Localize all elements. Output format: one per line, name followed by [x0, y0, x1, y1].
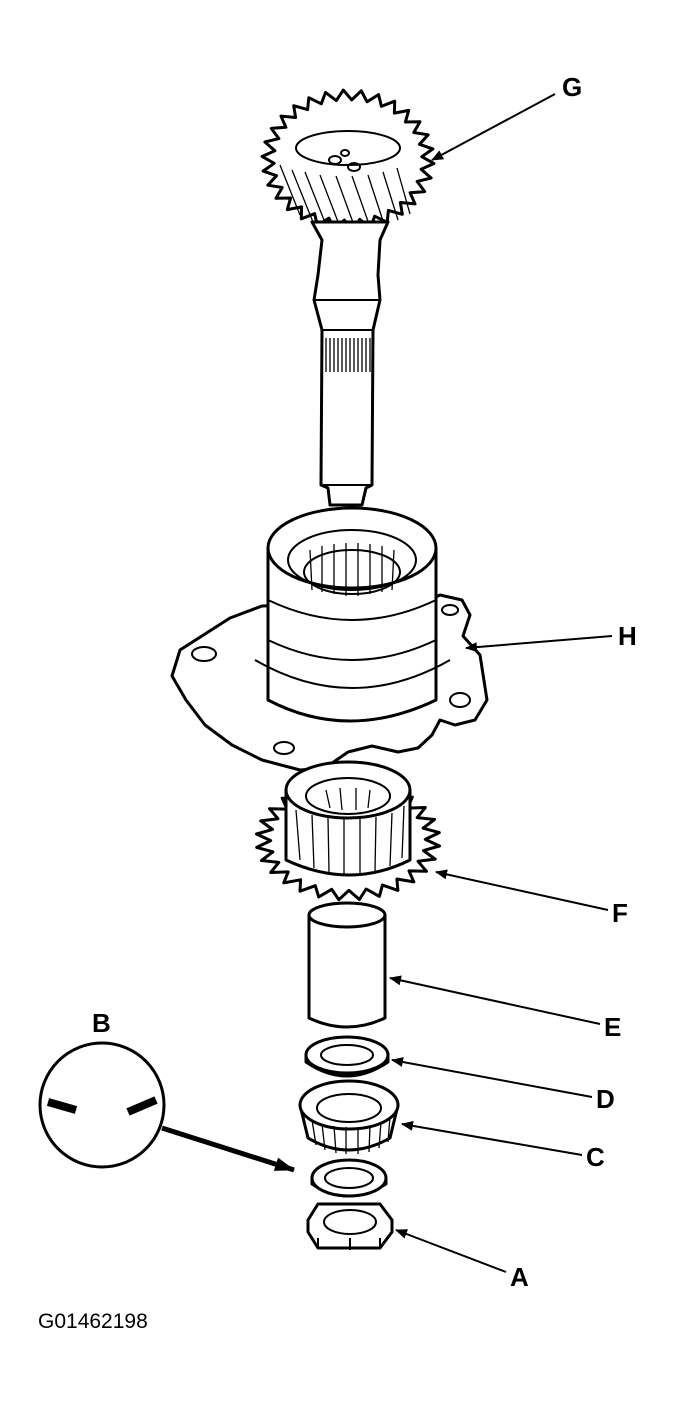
part-g-gear-shaft [260, 88, 436, 520]
leader-c [401, 1120, 583, 1156]
part-h-housing [170, 506, 489, 772]
leader-a [395, 1229, 507, 1273]
label-a: A [510, 1262, 529, 1292]
part-d-washer [304, 1035, 390, 1078]
leader-g [431, 93, 556, 161]
label-c: C [586, 1142, 605, 1172]
label-f: F [612, 898, 628, 928]
leader-d [391, 1057, 593, 1098]
part-c-bearing [298, 1079, 400, 1154]
leader-lines [389, 93, 613, 1273]
figure-id: G01462198 [38, 1310, 148, 1333]
label-g: G [562, 72, 582, 102]
label-e: E [604, 1012, 621, 1042]
part-lower-washer [310, 1158, 388, 1198]
detail-b-circle [38, 1041, 295, 1173]
part-f-ring-gear [255, 760, 441, 902]
part-e-spacer [307, 901, 387, 1029]
leader-f [435, 869, 609, 911]
label-h: H [618, 621, 637, 651]
leader-h [465, 635, 613, 653]
label-b: B [92, 1008, 111, 1038]
leader-e [389, 975, 601, 1025]
housing-boss [266, 546, 438, 723]
label-d: D [596, 1084, 615, 1114]
part-a-nut [306, 1202, 394, 1250]
